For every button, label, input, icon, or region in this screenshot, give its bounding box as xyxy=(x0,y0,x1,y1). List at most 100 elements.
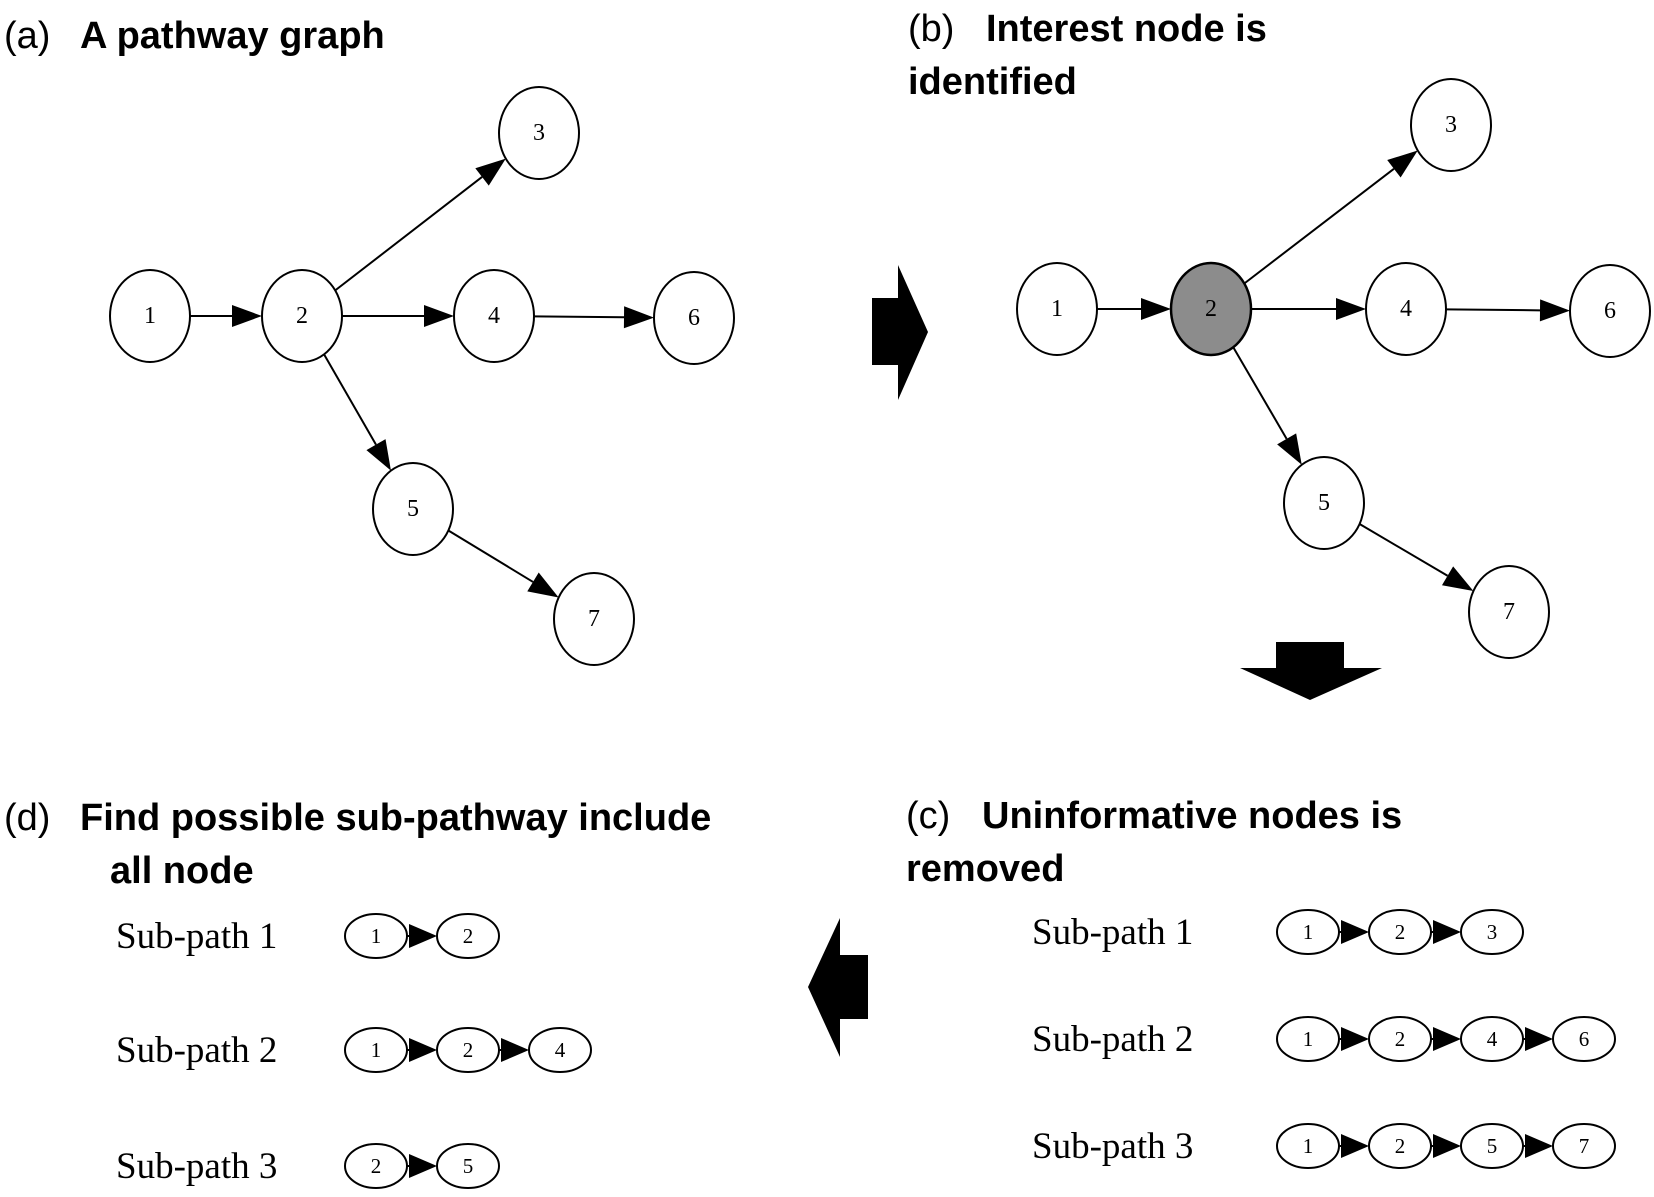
c-subpath-1-node-3-label: 3 xyxy=(1487,920,1498,944)
d-subpath-3-node-2-label: 2 xyxy=(371,1154,382,1178)
node-6-circle xyxy=(1569,264,1651,358)
c-subpath-2-arrow-3-head xyxy=(1525,1027,1553,1051)
graph-panel-b: 1 2 3 4 5 6 7 xyxy=(1016,78,1651,659)
c-subpath-2-arrow-1-head xyxy=(1341,1027,1369,1051)
node-1-label: 1 xyxy=(1051,296,1063,322)
edge-4-6 xyxy=(1445,299,1571,322)
node-5-circle xyxy=(372,462,454,556)
d-subpath-2-arrow-1-head xyxy=(409,1038,437,1062)
edge-4-6 xyxy=(533,306,655,329)
graph-panel-a: 1 2 3 4 5 6 7 xyxy=(109,86,735,666)
panel-d-prefix: (d) xyxy=(4,797,50,839)
node-6-circle xyxy=(653,271,735,365)
c-subpath-3-label: Sub-path 3 xyxy=(1032,1126,1193,1167)
panel-b-title-line2: identified xyxy=(908,61,1077,103)
d-subpath-3-arrow-1-head xyxy=(409,1154,437,1178)
d-subpath-1-node-1: 1 xyxy=(344,913,408,959)
flow-arrow-right xyxy=(872,265,928,400)
node-4: 4 xyxy=(453,269,535,363)
c-subpath-3-node-7-label: 7 xyxy=(1579,1134,1590,1158)
node-7-circle xyxy=(553,572,635,666)
d-subpath-3-label: Sub-path 3 xyxy=(116,1146,277,1187)
node-7: 7 xyxy=(1468,565,1550,659)
edge-4-6-line xyxy=(1445,308,1541,312)
c-subpath-3: Sub-path 3 1 2 5 7 xyxy=(1032,1123,1616,1169)
d-subpath-1-node-1-label: 1 xyxy=(371,924,382,948)
d-subpath-2-label: Sub-path 2 xyxy=(116,1030,277,1071)
node-2-circle xyxy=(261,269,343,363)
edge-5-7-line xyxy=(1359,523,1449,577)
edge-2-5-line xyxy=(1232,346,1288,440)
d-subpath-1-arrow-1-head xyxy=(409,924,437,948)
c-subpath-3-node-1: 1 xyxy=(1276,1123,1340,1169)
edge-1-2 xyxy=(190,305,262,327)
c-subpath-3-arrow-2 xyxy=(1431,1134,1461,1158)
node-7-label: 7 xyxy=(1503,599,1515,625)
node-5-circle xyxy=(1283,456,1365,550)
node-4-label: 4 xyxy=(1400,296,1412,322)
edge-2-3 xyxy=(334,158,506,292)
node-4-label: 4 xyxy=(488,303,500,329)
node-2-circle xyxy=(1169,261,1253,357)
edge-1-2-head xyxy=(1141,298,1171,320)
node-7: 7 xyxy=(553,572,635,666)
c-subpath-1-node-1-label: 1 xyxy=(1303,920,1314,944)
d-subpath-3: Sub-path 3 2 5 xyxy=(116,1143,500,1189)
node-1-circle xyxy=(1016,262,1098,356)
node-5: 5 xyxy=(372,462,454,556)
node-2-label: 2 xyxy=(296,303,308,329)
edge-2-3-head xyxy=(475,158,506,186)
edge-5-7-line xyxy=(447,529,534,583)
c-subpath-3-arrow-1-head xyxy=(1341,1134,1369,1158)
node-3-label: 3 xyxy=(533,120,545,146)
edge-5-7-head xyxy=(1441,566,1474,592)
d-subpath-2-node-2-label: 2 xyxy=(463,1038,474,1062)
c-subpath-1-node-2-label: 2 xyxy=(1395,920,1406,944)
panel-b-prefix: (b) xyxy=(908,8,954,50)
c-subpath-1-node-1: 1 xyxy=(1276,909,1340,955)
edge-5-7 xyxy=(447,529,559,598)
node-5: 5 xyxy=(1283,456,1365,550)
node-3: 3 xyxy=(498,86,580,180)
c-subpath-2-node-6-circle xyxy=(1552,1016,1616,1062)
node-1-label: 1 xyxy=(144,303,156,329)
d-subpath-3-node-5-circle xyxy=(436,1143,500,1189)
edge-4-6-line xyxy=(533,315,625,319)
c-subpath-2-node-2: 2 xyxy=(1368,1016,1432,1062)
node-3: 3 xyxy=(1410,78,1492,172)
node-1: 1 xyxy=(109,269,191,363)
c-subpath-3-node-5-label: 5 xyxy=(1487,1134,1498,1158)
panel-c-title-line1: Uninformative nodes is xyxy=(982,795,1402,837)
node-1-circle xyxy=(109,269,191,363)
node-4: 4 xyxy=(1365,262,1447,356)
c-subpath-2-arrow-2 xyxy=(1431,1027,1461,1051)
d-subpath-3-node-5-label: 5 xyxy=(463,1154,474,1178)
edge-4-6-head xyxy=(1539,299,1571,322)
d-subpath-2-arrow-1 xyxy=(407,1038,437,1062)
c-subpath-2-arrow-1 xyxy=(1339,1027,1369,1051)
node-6: 6 xyxy=(1569,264,1651,358)
edge-1-2-head xyxy=(232,305,262,327)
c-subpath-1-arrow-1-head xyxy=(1341,920,1369,944)
edge-2-3-head xyxy=(1387,150,1418,178)
node-4-circle xyxy=(1365,262,1447,356)
d-subpath-1-node-2-circle xyxy=(436,913,500,959)
d-subpath-2-arrow-2 xyxy=(499,1038,529,1062)
c-subpath-3-arrow-3-head xyxy=(1525,1134,1553,1158)
d-subpath-1-node-2: 2 xyxy=(436,913,500,959)
node-3-circle xyxy=(498,86,580,180)
c-subpath-2-arrow-3 xyxy=(1523,1027,1553,1051)
node-6: 6 xyxy=(653,271,735,365)
c-subpath-1-arrow-2 xyxy=(1431,920,1461,944)
d-subpath-2-node-4-label: 4 xyxy=(555,1038,566,1062)
d-subpath-3-node-2: 2 xyxy=(344,1143,408,1189)
d-subpath-1-node-2-label: 2 xyxy=(463,924,474,948)
c-subpath-1-node-3-circle xyxy=(1460,909,1524,955)
node-2-label: 2 xyxy=(1205,296,1217,322)
c-subpath-3-node-2-label: 2 xyxy=(1395,1134,1406,1158)
c-subpath-1-node-3: 3 xyxy=(1460,909,1524,955)
